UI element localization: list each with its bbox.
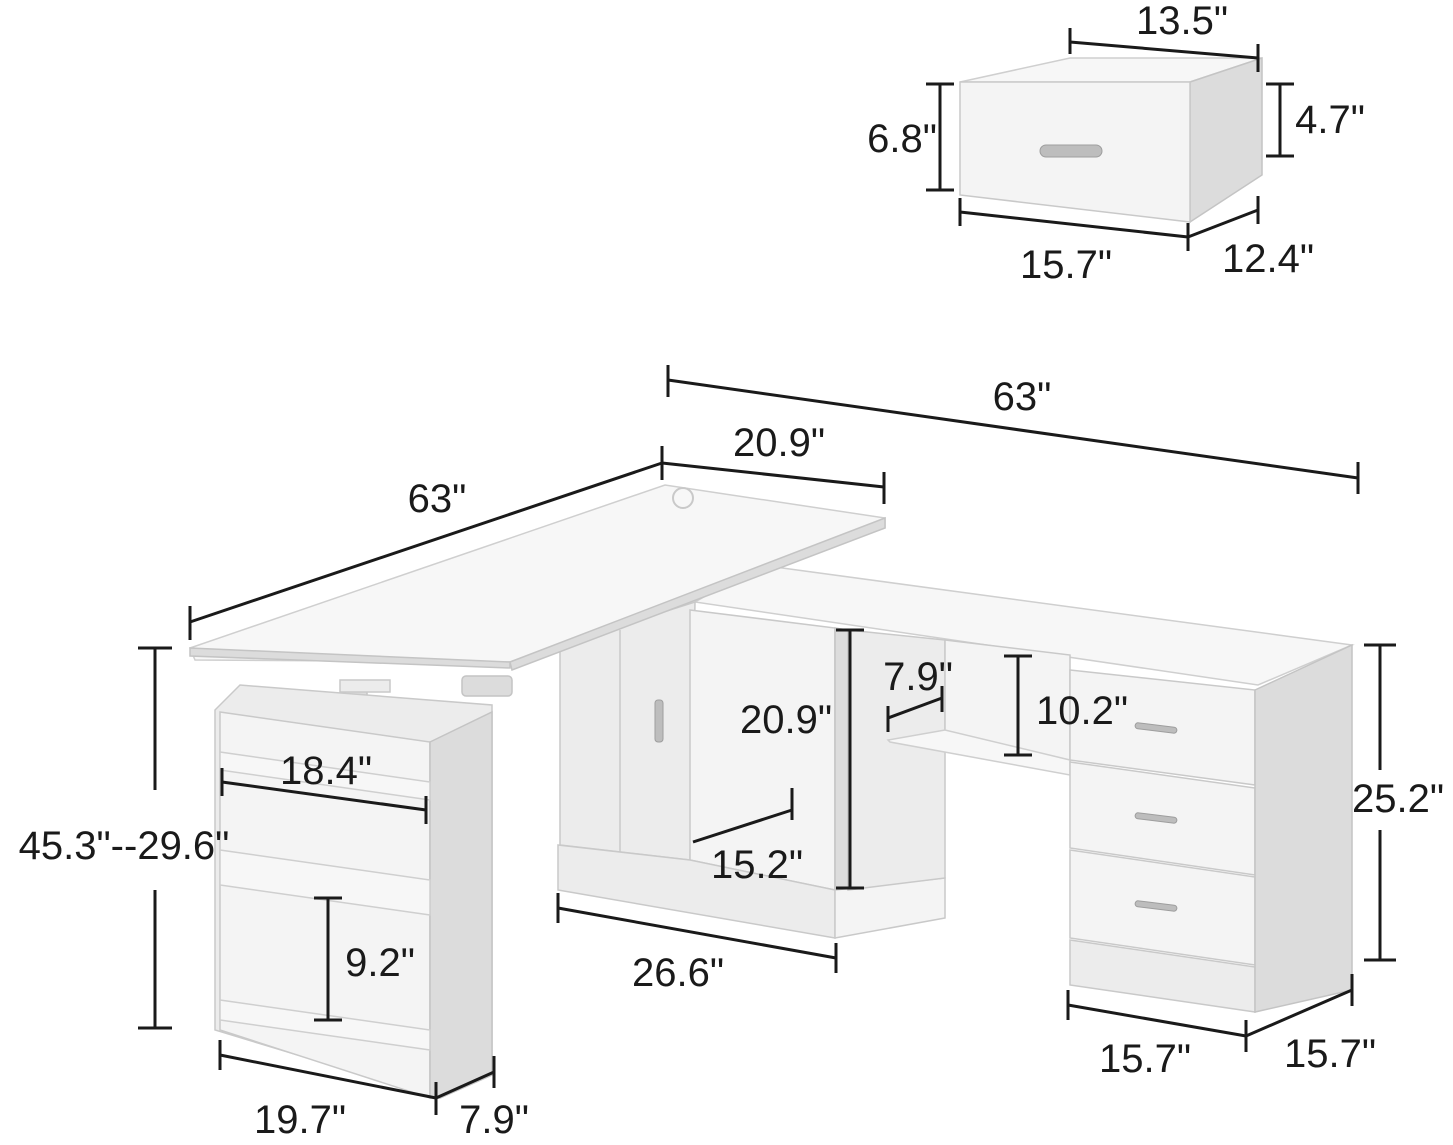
drawer-front-width-label: 15.7" (1020, 243, 1112, 287)
control-panel (461, 675, 513, 697)
bookshelf-shelf-1 (219, 751, 431, 801)
drawer-width-label: 13.5" (1136, 0, 1228, 43)
drawer-side-height-label: 4.7" (1295, 98, 1365, 142)
drawer-handle-2 (1134, 812, 1178, 824)
bookshelf-width-label: 19.7" (254, 1098, 346, 1140)
drawer-depth-label: 12.4" (1222, 237, 1314, 281)
drawer-side (1189, 56, 1263, 224)
height-range-label: 45.3"--29.6" (19, 824, 230, 868)
cable-hole-icon (672, 487, 694, 509)
standing-desktop-edge (189, 647, 511, 669)
desk-illustration (189, 484, 1355, 1100)
cabinet-depth-label: 15.2" (711, 843, 803, 887)
drawer-unit-depth-label: 15.7" (1284, 1032, 1376, 1076)
drawer-dimension-lines (926, 28, 1294, 251)
drawer-handle-3 (1134, 900, 1178, 912)
drawer-handle-1 (1134, 722, 1178, 734)
drawer-illustration (959, 56, 1263, 224)
desk-dimension-lines (138, 365, 1396, 1115)
drawer-handle (1039, 144, 1103, 158)
open-shelf-depth-label: 7.9" (883, 655, 953, 699)
bookshelf-side (429, 710, 493, 1099)
cabinet-handle (654, 699, 664, 743)
cabinet-right-panel (847, 629, 946, 891)
lift-bracket (339, 679, 391, 693)
desktop-depth-label: 20.9" (733, 421, 825, 465)
drawer-unit-height-label: 25.2" (1352, 777, 1444, 821)
total-length-label: 63" (993, 375, 1052, 419)
cabinet-height-label: 20.9" (740, 698, 832, 742)
cabinet-side-panel (834, 627, 849, 891)
bookshelf-shelf-3 (219, 999, 431, 1051)
shelf-width-label: 18.4" (280, 749, 372, 793)
cabinet-width-label: 26.6" (632, 951, 724, 995)
desktop-length-label: 63" (408, 477, 467, 521)
standing-desktop-edge-2 (509, 516, 886, 672)
drawer-unit-width-label: 15.7" (1099, 1037, 1191, 1081)
bookshelf-shelf-2 (219, 849, 431, 916)
open-shelf-height-label: 10.2" (1036, 689, 1128, 733)
shelf-height-label: 9.2" (345, 941, 415, 985)
drawer-unit-side (1254, 643, 1353, 1013)
bookshelf-depth-label: 7.9" (459, 1098, 529, 1140)
drawer-front-height-label: 6.8" (867, 117, 937, 161)
